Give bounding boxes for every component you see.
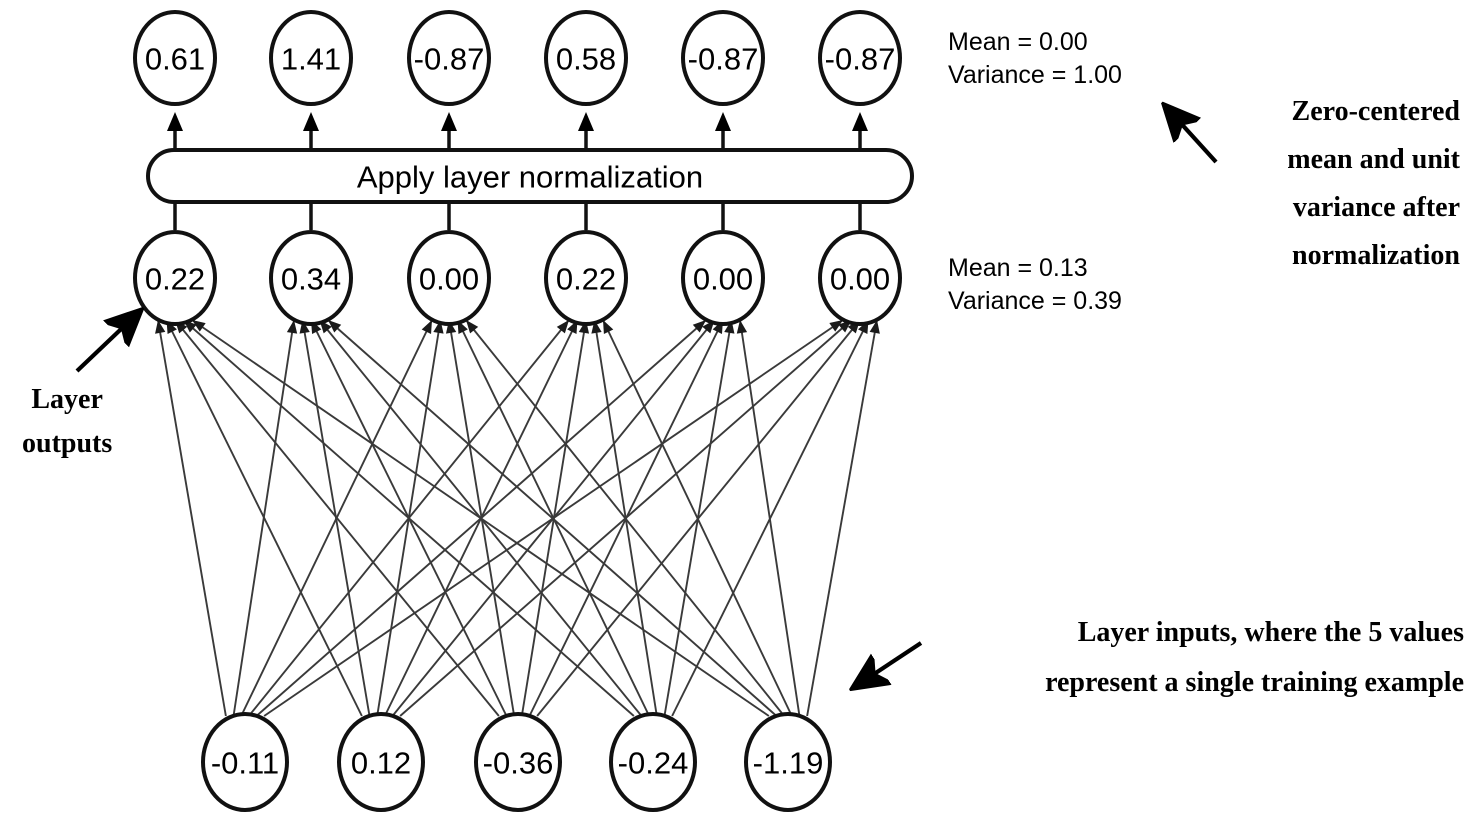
edge-arrowhead [869,320,880,334]
annotation-line: outputs [22,428,113,459]
hidden-mean-label: Mean = 0.13 [948,254,1088,282]
edge-input5-to-output6 [806,319,878,717]
layer-output-node-2 [269,230,353,326]
annotation-layer-inputs: Layer inputs, where the 5 values represe… [1045,608,1464,708]
normalized-output-value-5: -0.87 [688,42,759,77]
normalized-output-node-6 [818,10,902,106]
edge-input3-to-output1 [174,319,500,717]
annotation-line: normalization [1292,240,1460,271]
annotation-line: Zero-centered [1291,96,1460,127]
layer-output-node-6 [818,230,902,326]
layer-output-value-4: 0.22 [556,262,616,297]
layer-input-value-4: -0.24 [618,746,689,781]
normalized-output-node-1 [133,10,217,106]
layer-output-node-3 [407,230,491,326]
hidden-row-statistics: Mean = 0.13 Variance = 0.39 [948,252,1122,318]
edge-arrowhead [829,320,843,332]
output-mean-label: Mean = 0.00 [948,28,1088,56]
edge-arrowhead [155,320,166,334]
layer-output-node-4 [544,230,628,326]
apply-layer-normalization-box [146,148,914,204]
apply-layer-normalization-label: Apply layer normalization [357,160,703,195]
edge-arrowhead [692,320,706,333]
annotation-line: Layer [31,384,103,415]
layer-input-node-2 [337,712,425,812]
edge-arrowhead [421,320,432,334]
edge-input2-to-output1 [165,319,363,717]
layer-output-node-5 [681,230,765,326]
normalized-output-value-3: -0.87 [414,42,485,77]
connector-arrowhead-4 [578,112,594,131]
normalized-output-node-2 [269,10,353,106]
layer-input-value-5: -1.19 [753,746,824,781]
layer-input-node-1 [201,712,289,812]
arrow-to-output-row [1167,108,1218,164]
edge-input5-to-output5 [739,319,801,717]
layer-output-value-1: 0.22 [145,262,205,297]
edge-input5-to-output4 [602,319,793,717]
layer-input-value-1: -0.11 [211,746,279,781]
annotation-line: mean and unit [1287,144,1460,175]
normalized-output-node-5 [681,10,765,106]
layer-output-value-5: 0.00 [693,262,753,297]
connector-arrowhead-6 [852,112,868,131]
annotation-layer-outputs: Layer outputs [22,378,112,466]
edge-arrowhead [603,320,614,334]
normalized-output-value-6: -0.87 [825,42,896,77]
connector-arrowhead-2 [303,112,319,131]
annotation-line: variance after [1292,192,1460,223]
arrow-to-hidden-node [75,313,138,373]
edge-input5-to-output3 [465,319,785,717]
arrow-to-input-row [856,641,923,686]
edge-input5-to-output2 [327,319,778,717]
connector-arrowhead-5 [715,112,731,131]
connector-arrowhead-1 [167,112,183,131]
output-row-statistics: Mean = 0.00 Variance = 1.00 [948,26,1122,92]
normalized-output-value-4: 0.58 [556,42,616,77]
normalized-output-node-4 [544,10,628,106]
layer-input-node-5 [744,712,832,812]
edge-arrowhead [556,320,569,334]
edge-arrowhead [466,320,479,334]
edge-input1-to-output1 [157,319,227,717]
annotation-line: represent a single training example [1045,667,1464,698]
normalized-output-value-2: 1.41 [281,42,341,77]
edge-arrowhead [192,320,206,332]
normalized-output-node-3 [407,10,491,106]
output-variance-label: Variance = 1.00 [948,61,1122,89]
layer-input-value-2: 0.12 [351,746,411,781]
edge-arrowhead [736,320,748,334]
connector-arrowhead-3 [441,112,457,131]
edge-input5-to-output1 [191,319,770,717]
layer-output-value-2: 0.34 [281,262,341,297]
annotation-line: Layer inputs, where the 5 values [1077,617,1464,648]
layer-output-node-1 [133,230,217,326]
edge-arrowhead [286,320,298,334]
layer-input-value-3: -0.36 [483,746,554,781]
layer-input-node-4 [609,712,697,812]
hidden-variance-label: Variance = 0.39 [948,287,1122,315]
layer-output-value-3: 0.00 [419,262,479,297]
edge-arrowhead [328,320,342,333]
annotation-zero-centered: Zero-centered mean and unit variance aft… [1287,88,1460,280]
edge-input4-to-output1 [182,319,635,717]
layer-output-value-6: 0.00 [830,262,890,297]
normalized-output-value-1: 0.61 [145,42,205,77]
layer-input-node-3 [474,712,562,812]
